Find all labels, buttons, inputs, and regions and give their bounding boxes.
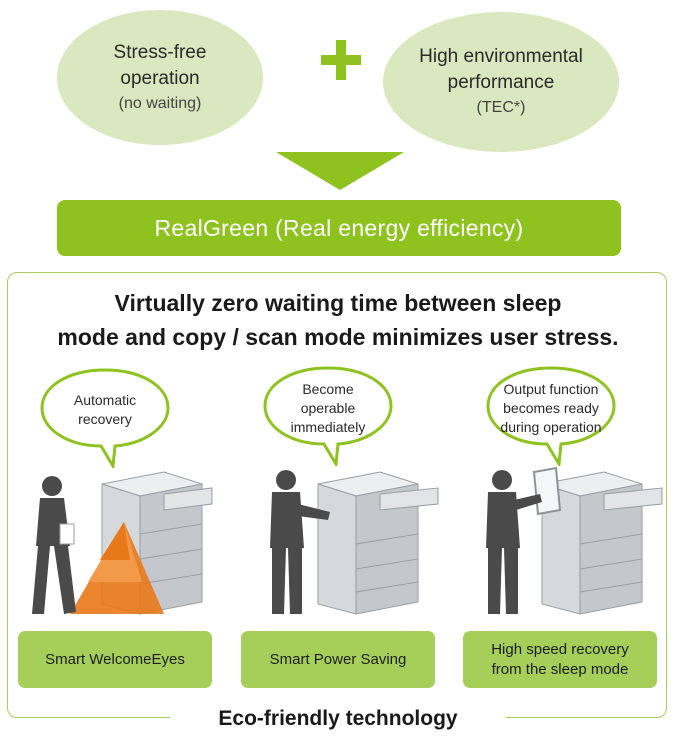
realgreen-banner: RealGreen (Real energy efficiency) — [57, 200, 621, 256]
banner-label: RealGreen (Real energy efficiency) — [154, 214, 524, 241]
tech-label: Smart Power Saving — [269, 650, 407, 668]
bubble-text-line: operable — [300, 399, 356, 416]
tech-label: Smart WelcomeEyes — [45, 650, 185, 668]
headline-line: mode and copy / scan mode minimizes user… — [57, 324, 619, 350]
speech-bubble-operable-immediately: Become operable immediately — [262, 366, 394, 466]
speech-bubble-automatic-recovery: Automatic recovery — [39, 368, 171, 468]
headline: Virtually zero waiting time between slee… — [10, 286, 666, 354]
ellipse-sub-line: (TEC*) — [476, 99, 526, 116]
tablet-panel-icon — [532, 466, 562, 516]
environmental-performance-ellipse: High environmental performance (TEC*) — [383, 12, 619, 152]
bubble-text-line: immediately — [290, 418, 366, 435]
person-standing-icon — [486, 470, 542, 614]
person-standing-icon — [270, 470, 330, 614]
sensor-waves-icon — [70, 522, 164, 614]
person-operating-printer-illustration — [270, 470, 439, 615]
printer-with-sensor-illustration — [32, 471, 213, 615]
tech-label: from the sleep mode — [491, 660, 629, 678]
speech-bubble-output-ready: Output function becomes ready during ope… — [485, 366, 617, 466]
person-with-panel-illustration — [486, 466, 663, 615]
headline-line: Virtually zero waiting time between slee… — [114, 290, 562, 316]
tech-box-smart-welcomeeyes: Smart WelcomeEyes — [18, 631, 212, 688]
tech-box-high-speed-recovery: High speed recovery from the sleep mode — [463, 631, 657, 688]
down-arrow-icon — [276, 152, 404, 190]
ellipse-main-line: High environmental — [419, 46, 583, 67]
ellipse-main-line: operation — [120, 67, 200, 89]
tech-label: High speed recovery — [491, 640, 629, 658]
eco-friendly-technology-label: Eco-friendly technology — [170, 704, 506, 736]
stress-free-operation-ellipse: Stress-free operation (no waiting) — [57, 10, 263, 145]
bubble-text-line: Automatic — [73, 392, 137, 408]
ellipse-main-line: performance — [447, 72, 555, 93]
ellipse-sub-line: (no waiting) — [118, 94, 202, 112]
bubble-text-line: recovery — [78, 411, 132, 427]
bubble-text-line: during operation — [500, 418, 602, 435]
bubble-text-line: Output function — [503, 380, 599, 397]
bubble-text-line: Become — [302, 380, 354, 397]
printer-icon — [541, 471, 663, 615]
bubble-text-line: becomes ready — [503, 399, 599, 416]
person-walking-icon — [32, 476, 76, 614]
ellipse-main-line: Stress-free — [113, 41, 207, 63]
plus-icon — [321, 40, 361, 80]
printer-icon — [317, 471, 439, 615]
tech-box-smart-power-saving: Smart Power Saving — [241, 631, 435, 688]
